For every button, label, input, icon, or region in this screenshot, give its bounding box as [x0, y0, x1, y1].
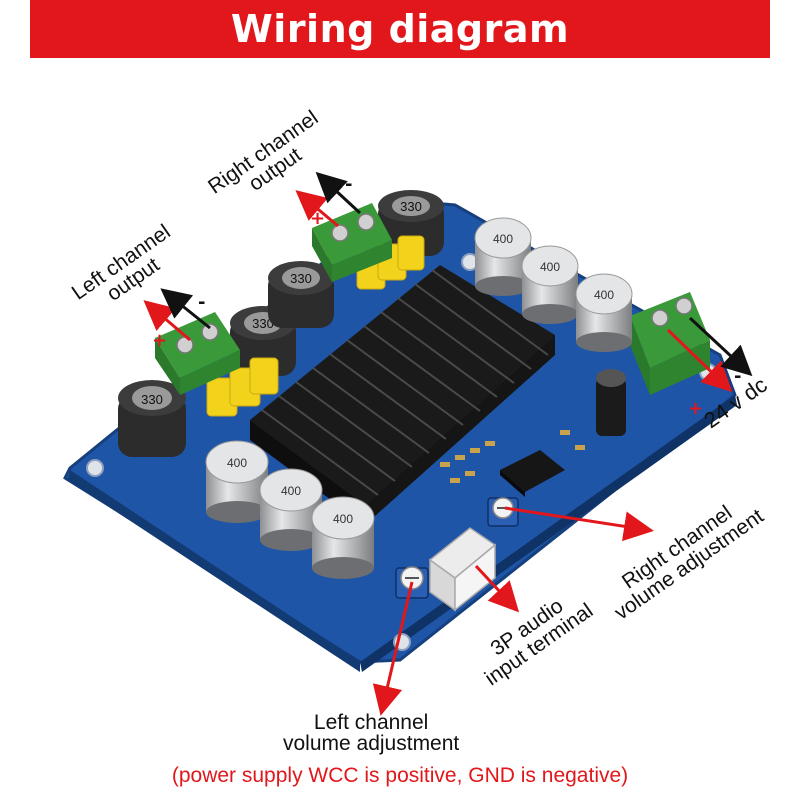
power-positive-arrow [666, 328, 733, 393]
right-output-negative-arrow [315, 171, 362, 215]
svg-text:400: 400 [227, 456, 247, 470]
left-volume-label: Left channel volume adjustment [283, 712, 459, 754]
electrolytic-capacitor: 400 [311, 496, 375, 579]
audio-input-connector [428, 527, 497, 612]
electrolytic-capacitor: 400 [521, 245, 579, 324]
left-output-minus-sign: - [198, 292, 205, 313]
svg-text:400: 400 [493, 232, 513, 246]
film-capacitor [206, 235, 425, 417]
electrolytic-capacitor: 400 [259, 468, 323, 551]
left-output-negative-arrow [160, 288, 211, 330]
mount-hole [86, 459, 104, 477]
electrolytic-capacitor: 400 [205, 440, 269, 523]
power-input-terminal [630, 292, 710, 395]
svg-text:330: 330 [290, 271, 312, 286]
power-negative-arrow [688, 316, 753, 377]
audio-input-arrow [474, 564, 520, 613]
svg-text:400: 400 [333, 512, 353, 526]
left-volume-arrow [372, 581, 414, 716]
left-output-terminal [155, 312, 240, 395]
left-output-positive-arrow [143, 300, 191, 342]
power-plus-sign: + [688, 398, 703, 419]
svg-text:400: 400 [540, 260, 560, 274]
svg-text:330: 330 [141, 392, 163, 407]
ic-chip [500, 450, 565, 497]
title-banner: Wiring diagram [30, 0, 770, 58]
svg-text:400: 400 [281, 484, 301, 498]
page-title: Wiring diagram [230, 7, 570, 51]
svg-text:400: 400 [594, 288, 614, 302]
power-supply-note: (power supply WCC is positive, GND is ne… [171, 764, 629, 787]
right-volume-potentiometer [487, 497, 519, 527]
inductor: 330 [118, 380, 186, 457]
power-minus-sign: - [734, 366, 741, 387]
right-output-plus-sign: + [310, 208, 325, 229]
svg-text:330: 330 [252, 316, 274, 331]
electrolytic-capacitor: 400 [575, 273, 633, 352]
left-output-plus-sign: + [152, 330, 167, 351]
left-volume-label-line2: volume adjustment [283, 732, 460, 755]
inductor: 330 [268, 261, 334, 328]
small-capacitor [596, 369, 626, 436]
left-volume-label-line1: Left channel [313, 711, 429, 734]
electrolytic-capacitor: 400 [474, 217, 532, 296]
inductor: 330 [230, 306, 296, 376]
right-volume-arrow [504, 506, 654, 542]
right-output-terminal [312, 203, 392, 282]
right-output-minus-sign: - [345, 174, 352, 195]
smd-components [440, 430, 585, 483]
inductor: 330 [378, 190, 444, 256]
svg-text:330: 330 [400, 199, 422, 214]
right-output-positive-arrow [295, 190, 339, 228]
